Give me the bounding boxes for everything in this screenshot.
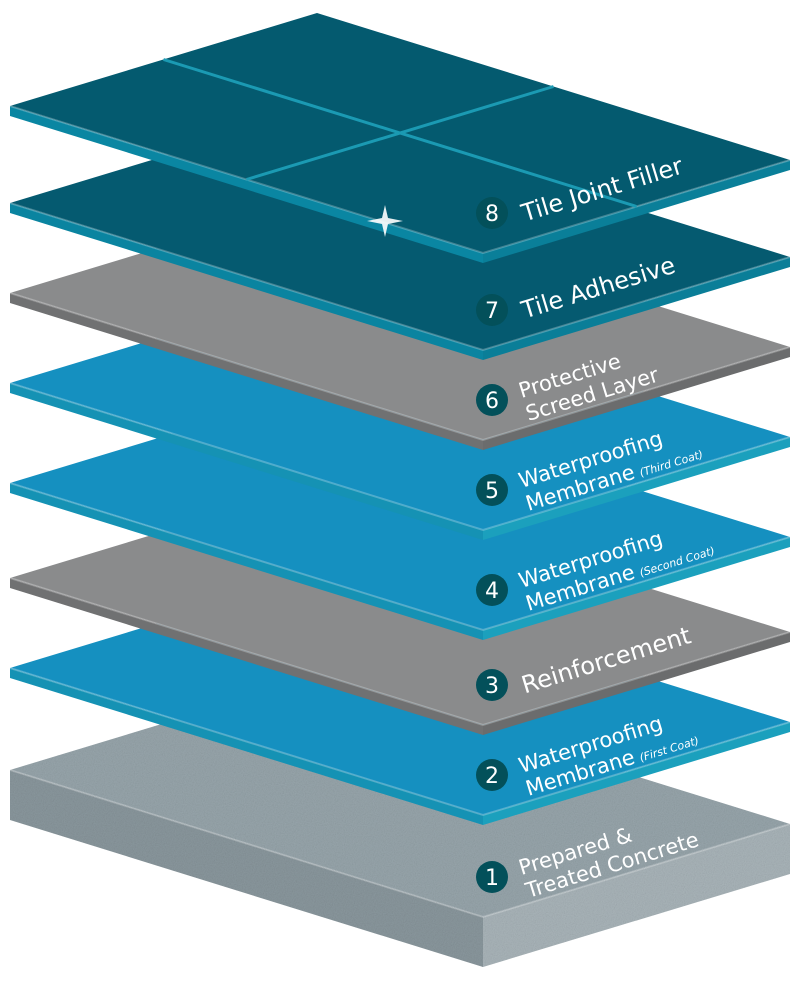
layer-number: 1 bbox=[485, 866, 499, 891]
layer-number-badge bbox=[476, 384, 508, 416]
layer-bevel bbox=[9, 769, 791, 919]
layer-bevel bbox=[9, 202, 791, 352]
layer-left-edge bbox=[10, 203, 483, 360]
layer-number-badge bbox=[476, 574, 508, 606]
layer-right-edge bbox=[483, 722, 790, 825]
layer-8 bbox=[9, 13, 791, 263]
layer-number: 6 bbox=[485, 389, 499, 414]
layer-bevel bbox=[9, 577, 791, 727]
layer-left-edge bbox=[10, 578, 483, 735]
layer-number-badge bbox=[476, 861, 508, 893]
layer-right-edge bbox=[483, 437, 790, 540]
layer-bevel bbox=[9, 292, 791, 442]
layer-left-edge bbox=[10, 770, 483, 967]
layer-number: 7 bbox=[485, 299, 499, 324]
layer-right-edge bbox=[483, 160, 790, 263]
layer-bevel bbox=[9, 482, 791, 632]
layer-right-edge bbox=[483, 257, 790, 360]
layer-right-edge bbox=[483, 824, 790, 967]
layer-left-edge bbox=[10, 383, 483, 540]
layer-number: 5 bbox=[485, 479, 499, 504]
layer-bevel bbox=[9, 105, 791, 255]
layer-number: 2 bbox=[485, 764, 499, 789]
layer-left-edge bbox=[10, 668, 483, 825]
layer-number-badge bbox=[476, 759, 508, 791]
layer-number-badge bbox=[476, 669, 508, 701]
sparkle-icon bbox=[367, 205, 403, 237]
layer-right-edge bbox=[483, 537, 790, 640]
layer-bevel bbox=[9, 667, 791, 817]
layer-left-edge bbox=[10, 293, 483, 450]
tile-joint-line bbox=[246, 85, 554, 181]
layer-number-badge bbox=[476, 197, 508, 229]
layer-right-edge bbox=[483, 632, 790, 735]
layer-number-badge bbox=[476, 294, 508, 326]
layer-left-edge bbox=[10, 483, 483, 640]
layer-bevel bbox=[9, 382, 791, 532]
layer-number: 8 bbox=[485, 202, 499, 227]
layer-right-edge bbox=[483, 347, 790, 450]
layer-left-edge bbox=[10, 106, 483, 263]
layer-number-badge bbox=[476, 474, 508, 506]
layer-number: 3 bbox=[485, 674, 499, 699]
layer-number: 4 bbox=[485, 579, 499, 604]
